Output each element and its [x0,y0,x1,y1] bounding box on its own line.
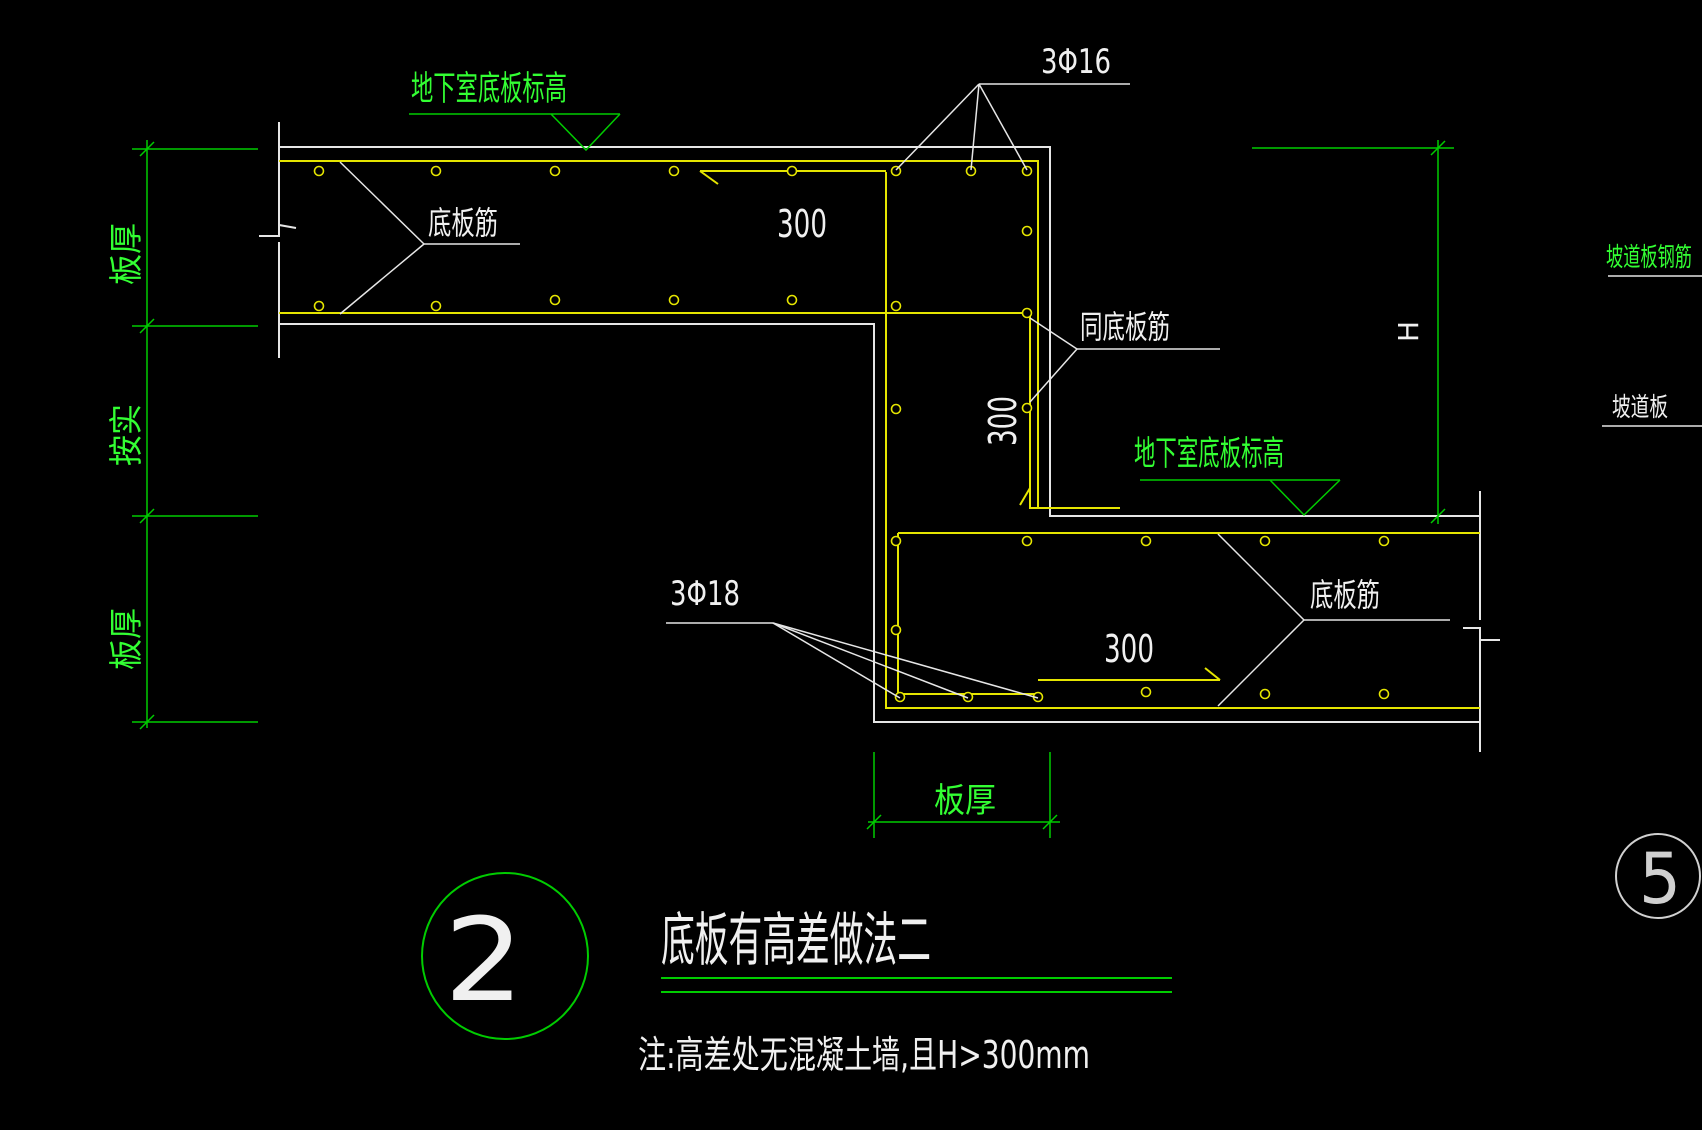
rebar-dot [549,165,561,177]
rebar-dot [894,691,906,703]
rebar-dot [890,624,902,636]
bend-bar-down [1029,313,1120,509]
title-underline [661,977,1172,993]
rebar-dot [1140,535,1152,547]
elevation-label-low: 地下室底板标高 [1134,434,1284,474]
rebar-dot [1378,688,1390,700]
left-dimension-chain [132,140,258,730]
dim-left-middle: 按实 [107,404,147,466]
rebar-label-bottom: 3Φ18 [670,574,740,614]
dim-bottom: 板厚 [934,781,996,821]
elevation-label-top: 地下室底板标高 [411,69,567,109]
slab-bar-label-right: 底板筋 [1310,576,1380,614]
drawing-title: 底板有高差做法二 [661,906,931,974]
rebar-dot [1021,225,1033,237]
same-slab-bar-label: 同底板筋 [1080,308,1170,346]
lower-slab-left-bar [897,533,1040,695]
dim-300-vertical: 300 [981,396,1025,446]
detail-callout: 2 [421,872,589,1040]
rebar-dot [1021,165,1033,177]
elevation-marker-top [409,113,621,152]
detail-number: 2 [444,894,524,1028]
rebar-dot [890,165,902,177]
dim-left-upper: 板厚 [107,223,147,285]
rebar-dot [313,300,325,312]
rebar-dot [890,300,902,312]
elevation-marker-low [1140,479,1341,517]
rebar-dot [430,300,442,312]
dim-300-bottom: 300 [1104,627,1154,671]
ramp-rebar-label: 坡道板钢筋 [1606,243,1692,273]
slab-bar-label-left: 底板筋 [428,204,498,242]
rebar-dot [549,294,561,306]
partial-detail-callout: 5 [1615,833,1701,920]
rebar-dot [668,165,680,177]
rebar-dot [786,294,798,306]
rebar-hooks [699,170,1221,681]
dim-300-top: 300 [777,202,827,246]
dim-left-lower: 板厚 [107,608,147,670]
rebar-dot [786,165,798,177]
height-dimension [1252,140,1454,524]
rebar-label-top: 3Φ16 [1041,42,1111,82]
drawing-note: 注:高差处无混凝土墙,且H>300mm [638,1033,1090,1077]
bottom-dimension [866,752,1060,838]
rebar-dot [1259,688,1271,700]
rebar-dot [1140,686,1152,698]
rebar-dot [1021,535,1033,547]
rebar-lines [279,160,1480,709]
rebar-dot [890,403,902,415]
height-label: H [1392,321,1425,342]
rebar-dot [1021,402,1033,414]
rebar-dot [1259,535,1271,547]
rebar-dot [668,294,680,306]
rebar-dot [313,165,325,177]
top-slab-top-bar [279,160,1039,507]
vertical-web-bar [885,172,1480,709]
rebar-dot [890,535,902,547]
rebar-dot [430,165,442,177]
ramp-slab-label: 坡道板 [1612,393,1668,423]
partial-detail-number: 5 [1639,838,1681,920]
rebar-dot [1378,535,1390,547]
rebar-dot [1021,307,1033,319]
leader-lines [339,83,1450,707]
